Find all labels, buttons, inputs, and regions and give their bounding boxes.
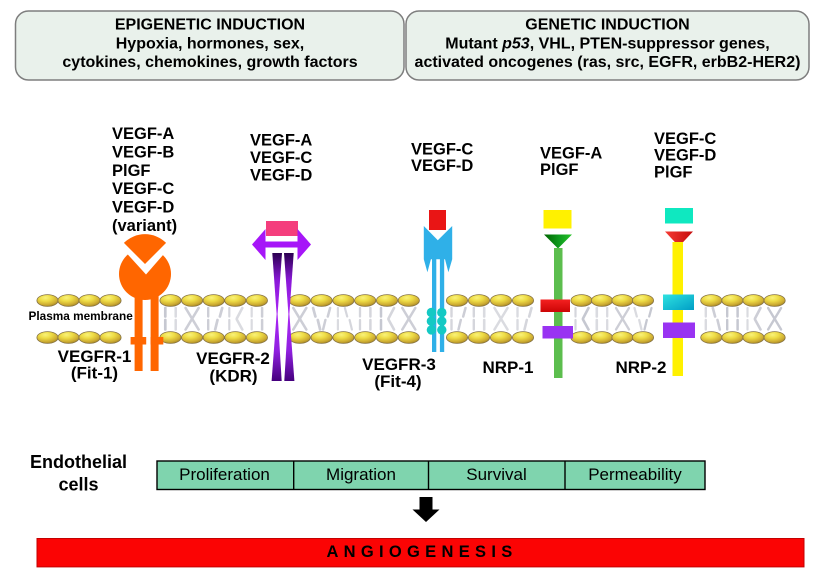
svg-text:VEGF-C: VEGF-C <box>654 130 716 148</box>
svg-text:Hypoxia, hormones, sex,: Hypoxia, hormones, sex, <box>116 35 305 52</box>
svg-text:NRP-1: NRP-1 <box>482 358 533 377</box>
svg-text:VEGF-A: VEGF-A <box>540 145 602 163</box>
svg-text:VEGF-C: VEGF-C <box>250 149 312 167</box>
svg-text:activated oncogenes (ras, src,: activated oncogenes (ras, src, EGFR, erb… <box>415 54 801 71</box>
svg-text:VEGF-D: VEGF-D <box>411 157 473 175</box>
svg-text:cytokines, chemokines, growth: cytokines, chemokines, growth factors <box>62 54 357 71</box>
svg-text:VEGF-C: VEGF-C <box>411 141 473 159</box>
svg-text:VEGF-A: VEGF-A <box>250 131 312 149</box>
svg-text:(Fit-4): (Fit-4) <box>374 372 421 391</box>
svg-text:EPIGENETIC INDUCTION: EPIGENETIC INDUCTION <box>115 17 305 34</box>
svg-text:VEGFR-2: VEGFR-2 <box>196 349 270 368</box>
svg-text:VEGF-D: VEGF-D <box>112 199 174 217</box>
svg-text:VEGF-A: VEGF-A <box>112 125 174 143</box>
svg-text:PlGF: PlGF <box>112 162 151 180</box>
svg-text:Endothelial: Endothelial <box>30 452 127 472</box>
svg-text:(variant): (variant) <box>112 217 177 235</box>
svg-text:VEGF-B: VEGF-B <box>112 143 174 161</box>
svg-text:(KDR): (KDR) <box>209 367 257 386</box>
svg-text:PlGF: PlGF <box>654 163 693 181</box>
svg-text:VEGF-D: VEGF-D <box>654 147 716 165</box>
svg-text:VEGF-D: VEGF-D <box>250 166 312 184</box>
svg-text:Permeability: Permeability <box>588 465 682 484</box>
svg-text:Migration: Migration <box>326 465 396 484</box>
svg-text:ANGIOGENESIS: ANGIOGENESIS <box>326 543 517 561</box>
svg-text:(Fit-1): (Fit-1) <box>71 364 118 383</box>
svg-text:cells: cells <box>58 475 98 495</box>
svg-text:Mutant p53, VHL, PTEN-suppress: Mutant p53, VHL, PTEN-suppressor genes, <box>445 35 770 52</box>
svg-text:Proliferation: Proliferation <box>179 465 270 484</box>
svg-text:Plasma membrane: Plasma membrane <box>29 309 134 323</box>
svg-text:PlGF: PlGF <box>540 161 579 179</box>
svg-text:GENETIC INDUCTION: GENETIC INDUCTION <box>525 17 689 34</box>
svg-text:VEGFR-3: VEGFR-3 <box>362 355 436 374</box>
svg-text:NRP-2: NRP-2 <box>615 358 666 377</box>
svg-text:VEGFR-1: VEGFR-1 <box>58 347 132 366</box>
svg-text:VEGF-C: VEGF-C <box>112 180 174 198</box>
svg-text:Survival: Survival <box>466 465 526 484</box>
